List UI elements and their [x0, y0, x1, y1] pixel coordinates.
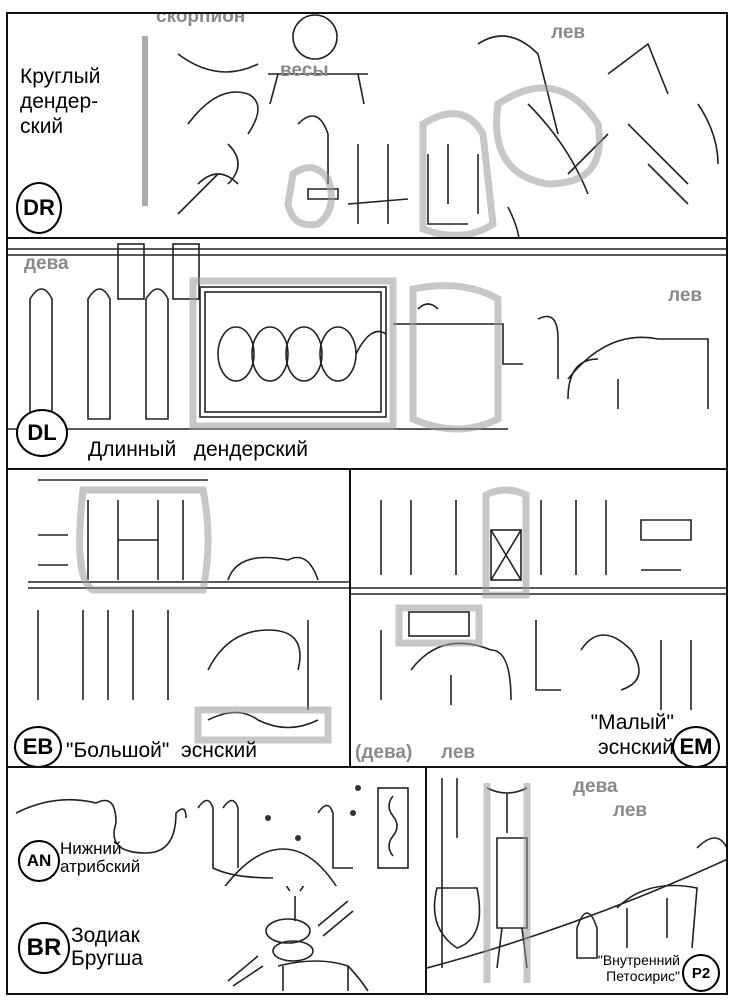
panel-round-dendera: скорпион весы лев Круглый дендер- ский D…	[6, 12, 728, 239]
sign-label-virgo: дева	[24, 253, 69, 274]
title-line: Зодиак	[71, 924, 140, 947]
panel-title: Круглый дендер- ский	[20, 64, 100, 140]
panel-title: Нижний атрибский	[60, 840, 140, 876]
sign-label-virgo: (дева)	[355, 742, 413, 763]
sign-label-leo: лев	[613, 800, 648, 821]
sign-label-leo: лев	[668, 285, 703, 306]
lower-athribis-drawing	[15, 785, 409, 886]
panel-code-badge: DL	[16, 409, 68, 457]
title-line: дендер-	[20, 90, 99, 114]
inner-petosiris-drawing	[427, 778, 726, 983]
panel-code-badge: DR	[16, 182, 62, 234]
panel-title: "Малый" эснский	[591, 710, 674, 760]
panel-code-badge: EB	[14, 726, 62, 766]
sign-label-virgo: дева	[573, 776, 618, 797]
title-line: Бругша	[71, 947, 143, 970]
panel-lower-athribis: AN Нижний атрибский	[6, 766, 427, 888]
long-dendera-drawing	[8, 243, 726, 433]
panel-code-badge: BR	[18, 922, 70, 974]
panel-inner-petosiris: дева лев "Внутренний Петосирис" P2	[425, 766, 728, 995]
small-esna-drawing	[351, 486, 726, 710]
title-line: Нижний	[60, 839, 122, 858]
panel-brugsch-zodiac: BR Зодиак Бругша	[6, 886, 427, 995]
panel-code-badge: AN	[18, 840, 60, 882]
brugsch-zodiac-drawing	[227, 886, 369, 992]
panel-code-badge: P2	[682, 954, 720, 992]
sign-label-leo: лев	[551, 22, 586, 43]
title-line: Петосирис"	[606, 968, 680, 984]
sign-label-leo: лев	[441, 742, 476, 763]
panel-title: Зодиак Бругша	[71, 924, 143, 970]
large-esna-drawing	[28, 479, 349, 744]
title-line: Круглый	[20, 65, 101, 88]
title-line: атрибский	[60, 857, 141, 876]
title-line: эснский	[598, 736, 674, 760]
panel-long-dendera: дева лев DL Длинный дендерский	[6, 237, 728, 470]
panel-title: "Внутренний Петосирис"	[598, 952, 680, 984]
round-dendera-drawing	[142, 14, 719, 237]
title-line: "Малый"	[590, 711, 674, 734]
sign-label-libra: весы	[280, 60, 329, 81]
panel-code-badge: EM	[672, 726, 720, 766]
panel-large-esna: EB "Большой" эснский	[6, 468, 351, 768]
sign-label-scorpio: скорпион	[156, 12, 246, 27]
title-line: "Внутренний	[597, 952, 680, 968]
panel-title: Длинный дендерский	[88, 438, 309, 461]
title-line: ский	[20, 115, 64, 139]
panel-small-esna: "Малый" эснский EM (дева) лев	[349, 468, 728, 768]
panel-title: "Большой" эснский	[66, 739, 257, 762]
